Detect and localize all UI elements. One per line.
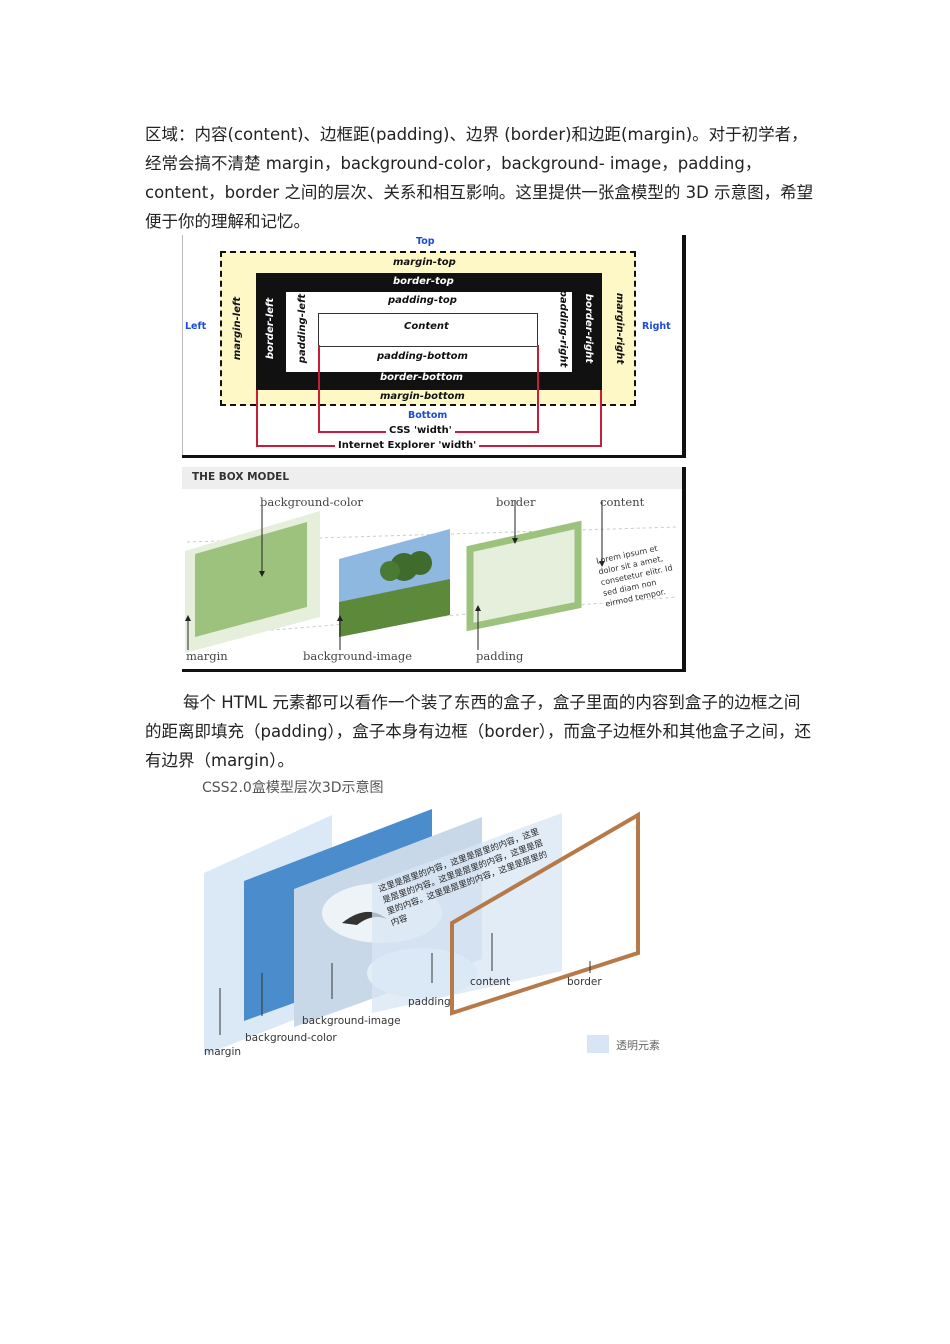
second-paragraph: 每个 HTML 元素都可以看作一个装了东西的盒子，盒子里面的内容到盒子的边框之间… <box>145 693 812 770</box>
margin-left-label: margin-left <box>232 296 244 361</box>
css2-layers <box>204 809 640 1055</box>
ie-width-label: Internet Explorer 'width' <box>335 440 480 451</box>
content-label-2: content <box>600 495 645 509</box>
border-top-label: border-top <box>393 276 454 287</box>
padding-label-3: padding <box>408 996 451 1008</box>
margin-right-label: margin-right <box>614 292 626 365</box>
border-label: border <box>496 495 536 509</box>
bottom-label: Bottom <box>408 410 448 421</box>
content-label: Content <box>404 321 449 332</box>
padding-bottom-label: padding-bottom <box>377 351 468 362</box>
figure2-title: THE BOX MODEL <box>192 471 290 483</box>
border-label-3: border <box>567 976 602 988</box>
box-model-3d-figure: THE BOX MODEL background-color border co… <box>182 467 686 672</box>
border-right-label: border-right <box>583 293 595 364</box>
figure3-title: CSS2.0盒模型层次3D示意图 <box>202 780 384 796</box>
legend-swatch <box>587 1035 609 1053</box>
content-label-3: content <box>470 976 511 988</box>
padding-right-label: padding-right <box>557 289 569 368</box>
css2-3d-figure: CSS2.0盒模型层次3D示意图 这里是层里的内容，这里是层里的内容，这里是层里… <box>182 773 686 1071</box>
background-image-label: background-image <box>303 649 413 663</box>
right-label: Right <box>642 321 671 332</box>
border-left-label: border-left <box>265 297 277 360</box>
padding-label-2: padding <box>476 649 524 663</box>
box-model-diagram: Top margin-top border-top padding-top Co… <box>182 235 686 458</box>
box-model-layers <box>185 500 678 653</box>
margin-top-label: margin-top <box>393 257 456 268</box>
margin-label-3: margin <box>204 1046 242 1058</box>
intro-paragraph: 区域：内容(content)、边框距(padding)、边界 (border)和… <box>145 125 814 231</box>
css-width-label: CSS 'width' <box>386 425 455 436</box>
padding-left-label: padding-left <box>297 293 309 364</box>
background-image-label-3: background-image <box>302 1015 401 1027</box>
background-color-label-3: background-color <box>245 1032 337 1044</box>
background-color-label: background-color <box>260 495 363 509</box>
left-label: Left <box>185 321 207 332</box>
margin-label-2: margin <box>186 649 228 663</box>
border-bottom-label: border-bottom <box>380 372 463 383</box>
legend-label: 透明元素 <box>616 1039 660 1052</box>
top-label: Top <box>416 236 435 247</box>
margin-bottom-label: margin-bottom <box>380 391 465 402</box>
padding-top-label: padding-top <box>388 295 457 306</box>
content-area <box>318 313 538 347</box>
